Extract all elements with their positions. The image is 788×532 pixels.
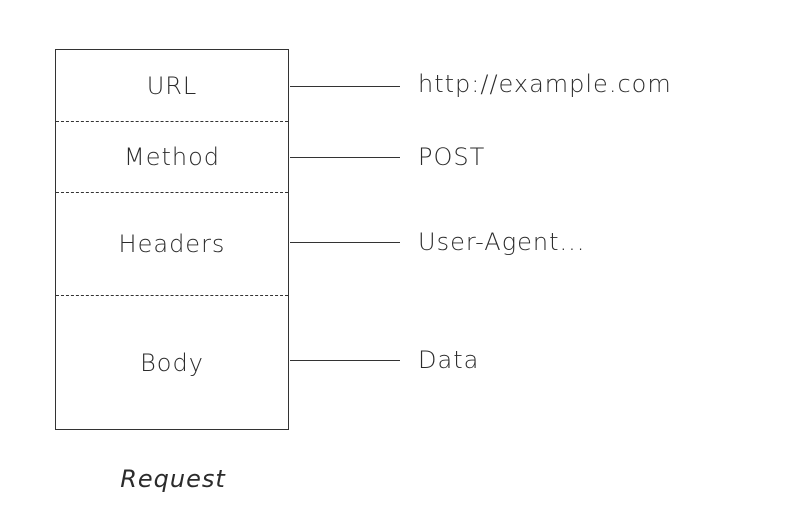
section-headers: Headers bbox=[56, 193, 288, 296]
connector-url bbox=[290, 86, 400, 87]
value-method: POST bbox=[418, 143, 486, 171]
connector-method bbox=[290, 157, 400, 158]
request-caption: Request bbox=[120, 465, 226, 493]
value-url: http://example.com bbox=[418, 70, 672, 98]
section-url: URL bbox=[56, 50, 288, 122]
section-label-method: Method bbox=[123, 143, 220, 171]
section-label-headers: Headers bbox=[118, 230, 226, 258]
connector-headers bbox=[290, 242, 400, 243]
value-headers: User-Agent... bbox=[418, 228, 586, 256]
connector-body bbox=[290, 360, 400, 361]
section-method: Method bbox=[56, 122, 288, 193]
value-body: Data bbox=[418, 346, 480, 374]
section-label-url: URL bbox=[146, 71, 198, 100]
section-label-body: Body bbox=[140, 348, 204, 377]
section-body: Body bbox=[56, 296, 288, 429]
request-box: URL Method Headers Body bbox=[55, 49, 289, 430]
